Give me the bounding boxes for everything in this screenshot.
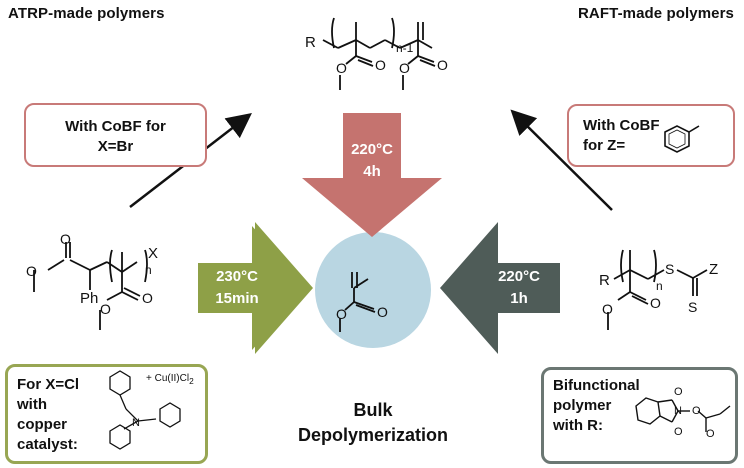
left-arrow-label: 230°C 15min <box>205 266 269 310</box>
atrp-o1: O <box>26 263 37 279</box>
raft-o1: O <box>602 301 613 317</box>
bifunctional-line-3: with R: <box>553 417 603 434</box>
raft-n-label: n <box>656 279 663 293</box>
top-o3: O <box>399 60 410 76</box>
raft-polymer-structure <box>607 249 708 330</box>
atrp-o4: O <box>142 290 153 306</box>
phthalimide-o2: O <box>674 426 683 438</box>
raft-diagonal-arrow <box>510 109 613 211</box>
atrp-heading: ATRP-made polymers <box>8 5 165 22</box>
raft-s2-label: S <box>688 299 697 315</box>
raft-s1-label: S <box>665 261 674 277</box>
top-polymer-structure <box>322 17 436 90</box>
raft-o2: O <box>650 295 661 311</box>
top-arrow-time: 4h <box>363 163 381 180</box>
top-r-label: R <box>305 34 316 51</box>
bifunctional-line-2: polymer <box>553 397 612 414</box>
phthalimide-structure <box>635 397 731 432</box>
right-arrow-temp: 220°C <box>498 268 540 285</box>
atrp-n-label: n <box>145 263 152 277</box>
atrp-ph-label: Ph <box>80 290 98 307</box>
bulk-title: Bulk <box>353 400 393 420</box>
catalyst-label: + Cu(II)Cl2 <box>146 373 194 386</box>
top-arrow-temp: 220°C <box>351 141 393 158</box>
center-circle <box>315 232 431 348</box>
atrp-condition-text: With CoBF for X=Br <box>65 118 166 155</box>
top-block-arrow <box>302 113 442 237</box>
catalyst-formula: Cu(II)Cl <box>154 373 190 384</box>
raft-condition-box: With CoBF for Z= <box>567 104 735 167</box>
copper-line-4: catalyst: <box>17 436 78 453</box>
raft-z-label: Z <box>709 261 718 278</box>
right-arrow-time: 1h <box>510 290 528 307</box>
atrp-o3: O <box>100 301 111 317</box>
top-o2: O <box>375 57 386 73</box>
right-arrow-label: 220°C 1h <box>486 266 552 310</box>
top-o4: O <box>437 57 448 73</box>
copper-line-2: with <box>17 396 47 413</box>
copper-line-1: For X=Cl <box>17 376 80 393</box>
catalyst-plus: + <box>146 373 152 384</box>
raft-r-label: R <box>599 272 610 289</box>
phthalimide-o3: O <box>692 405 701 417</box>
raft-condition-line1: With CoBF <box>583 117 660 134</box>
left-arrow-time: 15min <box>215 290 259 307</box>
catalyst-n-label: N <box>132 417 140 429</box>
atrp-polymer-structure <box>33 242 148 330</box>
top-subscript: n-1 <box>396 41 414 55</box>
mma-o1: O <box>336 306 347 322</box>
phenyl-ring-icon <box>664 125 700 153</box>
bifunctional-line-1: Bifunctional <box>553 377 640 394</box>
right-block-arrow <box>440 222 560 354</box>
copper-line-3: copper <box>17 416 68 433</box>
left-arrow-temp: 230°C <box>216 268 258 285</box>
copper-catalyst-box: For X=Cl with copper catalyst: + Cu(II)C… <box>5 364 208 464</box>
phthalimide-n: N <box>674 405 682 417</box>
mma-monomer-structure <box>339 272 376 332</box>
catalyst-subscript: 2 <box>189 376 194 386</box>
tpa-ligand-structure <box>109 370 181 450</box>
atrp-x-label: X <box>148 245 158 262</box>
mma-o2: O <box>377 304 388 320</box>
top-arrow-label: 220°C 4h <box>344 139 400 183</box>
raft-heading: RAFT-made polymers <box>578 5 735 22</box>
depolymerization-title: Depolymerization <box>297 425 449 445</box>
atrp-o2: O <box>60 231 71 247</box>
raft-condition-line2: for Z= <box>583 137 626 154</box>
atrp-condition-box: With CoBF for X=Br <box>24 103 207 167</box>
phthalimide-o1: O <box>674 386 683 398</box>
top-o1: O <box>336 60 347 76</box>
bifunctional-box: Bifunctional polymer with R: O O N O O <box>541 367 738 464</box>
phthalimide-o4: O <box>706 428 715 440</box>
